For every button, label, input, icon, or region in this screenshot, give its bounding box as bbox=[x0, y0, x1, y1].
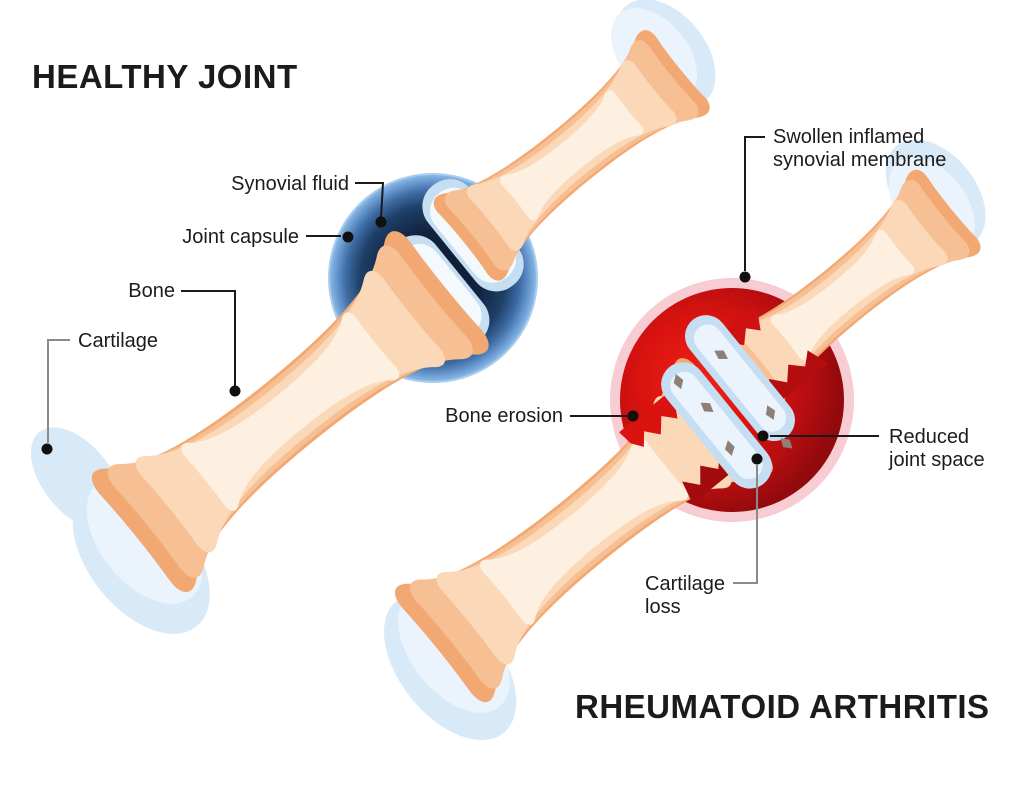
bone-erosion-label: Bone erosion bbox=[445, 405, 563, 427]
joint-capsule-label: Joint capsule bbox=[182, 226, 299, 248]
label-cartilage: Cartilage bbox=[41, 330, 158, 455]
swollen-membrane-label-line1: Swollen inflamed bbox=[773, 126, 924, 148]
label-reduced-joint-space: Reduced joint space bbox=[757, 426, 985, 471]
reduced-joint-space-label-line1: Reduced bbox=[889, 426, 969, 448]
label-synovial-fluid: Synovial fluid bbox=[231, 173, 387, 228]
leader-dot bbox=[229, 385, 241, 397]
leader-dot bbox=[41, 443, 53, 455]
rheumatoid-arthritis-title: RHEUMATOID ARTHRITIS bbox=[575, 688, 990, 725]
healthy-joint-title: HEALTHY JOINT bbox=[32, 58, 298, 95]
label-joint-capsule: Joint capsule bbox=[182, 226, 354, 248]
leader-dot bbox=[342, 231, 354, 243]
healthy-joint-illustration bbox=[30, 0, 716, 634]
reduced-joint-space-label-line2: joint space bbox=[888, 449, 985, 471]
leader-dot bbox=[751, 453, 763, 465]
cartilage-loss-label-line1: Cartilage bbox=[645, 573, 725, 595]
swollen-membrane-label-line2: synovial membrane bbox=[773, 149, 946, 171]
leader-dot bbox=[739, 271, 751, 283]
cartilage-label: Cartilage bbox=[78, 330, 158, 352]
label-cartilage-loss: Cartilage loss bbox=[645, 453, 763, 618]
healthy-upper-bone bbox=[430, 26, 714, 284]
label-bone: Bone bbox=[128, 280, 241, 397]
leader-dot bbox=[757, 430, 769, 442]
synovial-fluid-label: Synovial fluid bbox=[231, 173, 349, 195]
label-bone-erosion: Bone erosion bbox=[445, 405, 639, 427]
bone-label: Bone bbox=[128, 280, 175, 302]
cartilage-loss-label-line2: loss bbox=[645, 596, 681, 618]
leader-dot bbox=[375, 216, 387, 228]
ra-joint-illustration bbox=[384, 139, 986, 741]
leader-dot bbox=[627, 410, 639, 422]
label-swollen-membrane: Swollen inflamed synovial membrane bbox=[739, 126, 946, 283]
